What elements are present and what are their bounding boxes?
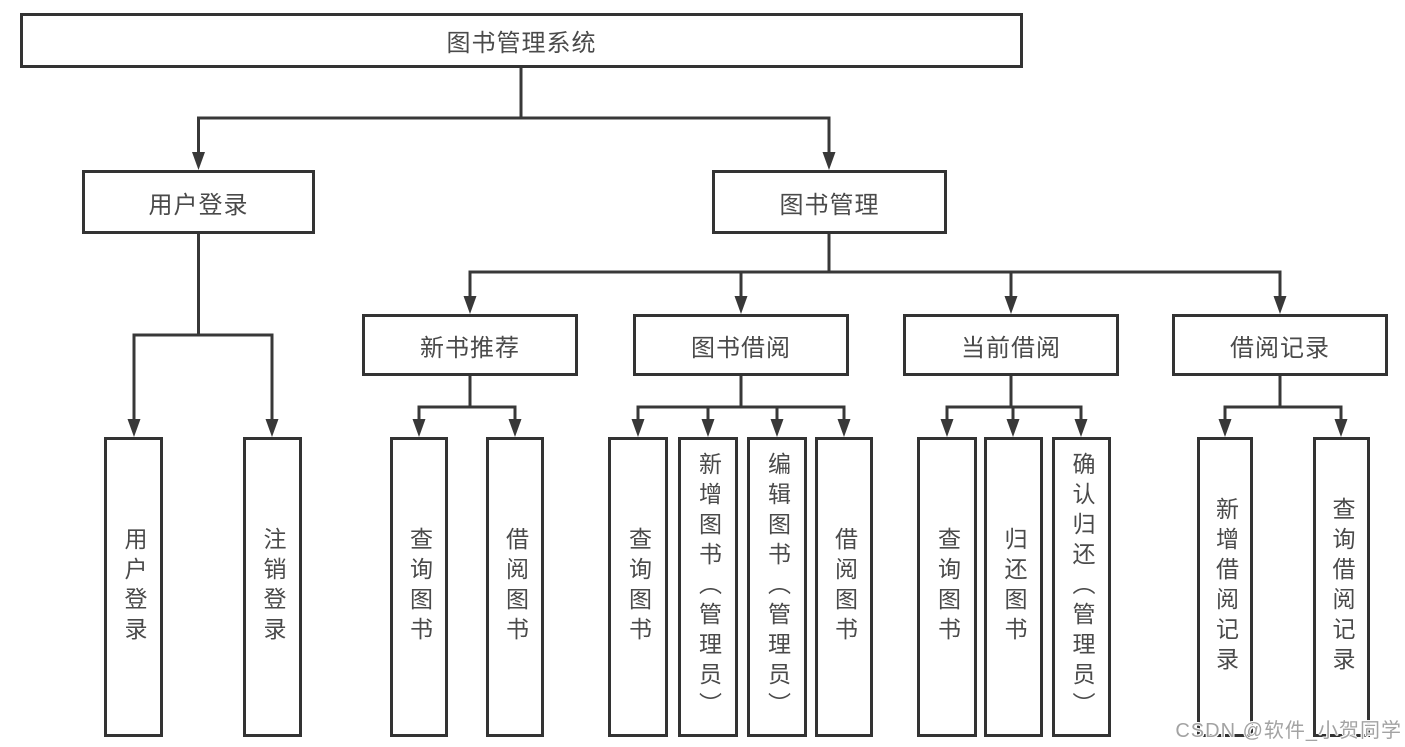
node-label: 注销登录: [260, 527, 286, 647]
node-label: 新书推荐: [420, 334, 520, 362]
leaf-query-books-1: 查询图书: [390, 437, 448, 737]
leaf-query-borrow-record: 查询借阅记录: [1313, 437, 1370, 737]
node-label: 确认归还（管理员）: [1069, 452, 1095, 722]
node-current-borrow: 当前借阅: [903, 314, 1119, 376]
leaf-return-books: 归还图书: [984, 437, 1043, 737]
node-borrow-records: 借阅记录: [1172, 314, 1388, 376]
leaf-add-books-admin: 新增图书（管理员）: [678, 437, 738, 737]
node-label: 借阅记录: [1230, 334, 1330, 362]
node-label: 新增借阅记录: [1212, 497, 1239, 677]
leaf-user-login: 用户登录: [104, 437, 163, 737]
node-label: 当前借阅: [961, 334, 1061, 362]
node-label: 用户登录: [148, 191, 249, 219]
node-label: 图书管理: [779, 191, 880, 219]
node-new-book-recommend: 新书推荐: [362, 314, 578, 376]
node-label: 图书管理系统: [446, 30, 597, 57]
node-label: 借阅图书: [502, 527, 529, 647]
node-label: 查询图书: [625, 527, 652, 647]
leaf-edit-books-admin: 编辑图书（管理员）: [747, 437, 807, 737]
leaf-confirm-return-admin: 确认归还（管理员）: [1052, 437, 1111, 737]
leaf-borrow-books-2: 借阅图书: [815, 437, 873, 737]
node-label: 用户登录: [121, 527, 147, 647]
node-label: 新增图书（管理员）: [695, 452, 722, 722]
node-user-login: 用户登录: [82, 170, 315, 234]
leaf-borrow-books-1: 借阅图书: [486, 437, 544, 737]
node-root: 图书管理系统: [20, 13, 1023, 68]
watermark: CSDN @软件_小贺同学: [1175, 720, 1402, 742]
node-label: 归还图书: [1001, 527, 1027, 647]
node-label: 图书借阅: [691, 334, 791, 362]
leaf-logout: 注销登录: [243, 437, 302, 737]
leaf-query-books-2: 查询图书: [608, 437, 668, 737]
node-label: 借阅图书: [831, 527, 858, 647]
node-book-management: 图书管理: [712, 170, 947, 234]
node-label: 编辑图书（管理员）: [764, 452, 791, 722]
leaf-query-books-3: 查询图书: [917, 437, 977, 737]
node-label: 查询图书: [934, 527, 961, 647]
node-label: 查询图书: [406, 527, 433, 647]
leaf-add-borrow-record: 新增借阅记录: [1197, 437, 1253, 737]
node-book-borrow: 图书借阅: [633, 314, 849, 376]
node-label: 查询借阅记录: [1329, 497, 1355, 677]
